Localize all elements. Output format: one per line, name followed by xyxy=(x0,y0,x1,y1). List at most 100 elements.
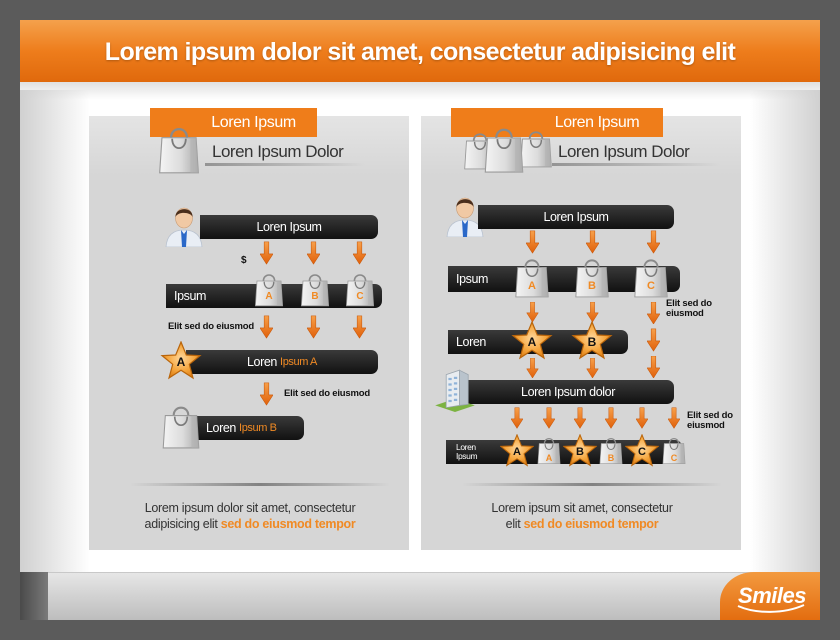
left-bar-1: Loren Ipsum xyxy=(200,215,378,239)
left-tag: Loren Ipsum xyxy=(150,108,317,137)
right-note-1-line-2: eiusmod xyxy=(666,308,704,319)
arrow-down-icon xyxy=(586,230,599,254)
arrow-down-icon xyxy=(586,358,599,378)
dollar-sign: $ xyxy=(241,255,247,266)
shopping-bag-icon: A xyxy=(513,254,551,300)
arrow-down-icon xyxy=(543,406,555,430)
bag-letter: A xyxy=(545,453,553,463)
arrow-down-icon xyxy=(353,314,366,340)
shopping-bag-icon: C xyxy=(344,270,376,308)
right-note-1-line-1: Elit sed do xyxy=(666,298,712,309)
arrow-down-icon xyxy=(307,241,320,265)
right-bar-1: Loren Ipsum xyxy=(478,205,674,229)
left-divider xyxy=(130,483,390,486)
right-tag-label: Loren Ipsum xyxy=(554,114,640,131)
right-note-1: Elit sed do eiusmod xyxy=(666,299,712,319)
right-bar-5-line-1: Loren xyxy=(456,442,476,452)
shopping-bag-icon: B xyxy=(299,270,331,308)
right-bar-1-label: Loren Ipsum xyxy=(543,210,609,224)
right-note-2-line-2: eiusmod xyxy=(687,420,725,431)
arrow-down-icon xyxy=(574,406,586,430)
shopping-bag-icon: B xyxy=(598,434,624,466)
shopping-bag-icon: A xyxy=(536,434,562,466)
right-caption-prefix: elit xyxy=(505,517,524,531)
star-badge-icon: A xyxy=(500,434,534,468)
star-badge-icon: B xyxy=(571,321,613,361)
star-letter: B xyxy=(587,335,597,349)
bag-letter: B xyxy=(588,280,596,292)
arrow-down-icon xyxy=(526,302,539,322)
arrow-down-icon xyxy=(260,314,273,340)
bag-letter: B xyxy=(311,291,319,302)
left-caption-prefix: adipisicing elit xyxy=(144,517,221,531)
shopping-bag-icon xyxy=(156,124,202,174)
star-letter: A xyxy=(513,446,521,458)
left-subtitle: Loren Ipsum Dolor xyxy=(212,142,344,161)
right-edge-shade xyxy=(750,90,820,580)
left-bar-4-highlight: Ipsum B xyxy=(239,422,277,434)
logo-swoosh-icon xyxy=(737,604,805,613)
right-bar-4-label: Loren Ipsum dolor xyxy=(521,385,615,399)
arrow-down-icon xyxy=(647,230,660,254)
right-divider xyxy=(462,483,722,486)
star-letter: A xyxy=(527,335,537,349)
shopping-bag-icon: B xyxy=(573,254,611,300)
star-badge-icon: B xyxy=(563,434,597,468)
bag-letter: C xyxy=(670,453,678,463)
right-subtitle-underline xyxy=(552,163,720,166)
shopping-bag-icon: C xyxy=(632,254,670,300)
arrow-down-icon xyxy=(668,406,680,430)
shopping-bag-icon xyxy=(160,403,202,449)
left-caption-highlight: sed do eiusmod tempor xyxy=(220,517,356,531)
right-bar-3-label: Loren xyxy=(456,335,486,349)
bag-letter: C xyxy=(647,280,655,292)
left-caption-line-2: adipisicing elit sed do eiusmod tempor xyxy=(100,516,400,532)
arrow-down-icon xyxy=(526,230,539,254)
star-letter: B xyxy=(576,446,584,458)
arrow-down-icon xyxy=(586,302,599,322)
right-bar-4: Loren Ipsum dolor xyxy=(462,380,674,404)
bag-letter: A xyxy=(265,291,273,302)
left-bar-3-highlight: Ipsum A xyxy=(280,356,317,368)
arrow-down-icon xyxy=(526,358,539,378)
bag-letter: B xyxy=(607,453,615,463)
arrow-down-icon xyxy=(353,241,366,265)
smiles-logo: Smiles xyxy=(738,583,806,608)
left-subtitle-underline xyxy=(205,163,365,166)
left-caption: Lorem ipsum dolor sit amet, consectetur … xyxy=(100,500,400,532)
left-caption-line-1: Lorem ipsum dolor sit amet, consectetur xyxy=(144,501,356,515)
left-bar-3-prefix: Loren xyxy=(247,355,281,369)
left-note-1: Elit sed do eiusmod xyxy=(168,321,254,332)
right-bar-5-line-2: Ipsum xyxy=(456,451,478,461)
right-caption-line-2: elit sed do eiusmod tempor xyxy=(434,516,730,532)
shopping-bag-icon: A xyxy=(253,270,285,308)
left-tag-label: Loren Ipsum xyxy=(211,114,296,131)
star-letter: A xyxy=(176,355,186,369)
right-caption-highlight: sed do eiusmod tempor xyxy=(523,517,659,531)
right-note-2: Elit sed do eiusmod xyxy=(687,411,733,431)
right-caption-line-1: Lorem ipsum sit amet, consectetur xyxy=(491,501,673,515)
arrow-down-icon xyxy=(511,406,523,430)
title-bar-shadow xyxy=(20,82,820,100)
star-badge-icon: A xyxy=(511,321,553,361)
left-bar-4-label: Loren Ipsum B xyxy=(206,416,277,440)
left-bar-2-label: Ipsum xyxy=(174,289,207,303)
right-tag: Loren Ipsum xyxy=(451,108,663,137)
shopping-bag-icon: C xyxy=(661,434,687,466)
right-subtitle: Loren Ipsum Dolor xyxy=(558,142,690,161)
left-edge-shade xyxy=(20,90,90,580)
shopping-bag-icon xyxy=(482,124,526,174)
star-badge-icon: C xyxy=(625,434,659,468)
left-bar-1-label: Loren Ipsum xyxy=(256,220,322,234)
star-letter: C xyxy=(638,446,646,458)
left-note-2: Elit sed do eiusmod xyxy=(284,388,370,399)
star-badge-icon: A xyxy=(160,341,202,381)
right-bar-5-label: Loren Ipsum xyxy=(456,440,478,464)
building-icon xyxy=(432,368,478,412)
arrow-down-icon xyxy=(307,314,320,340)
bag-letter: C xyxy=(356,291,364,302)
slide-title: Lorem ipsum dolor sit amet, consectetur … xyxy=(104,38,736,66)
arrow-down-icon xyxy=(260,241,273,265)
arrow-down-icon xyxy=(647,302,660,324)
left-bar-4-prefix: Loren xyxy=(206,421,240,435)
